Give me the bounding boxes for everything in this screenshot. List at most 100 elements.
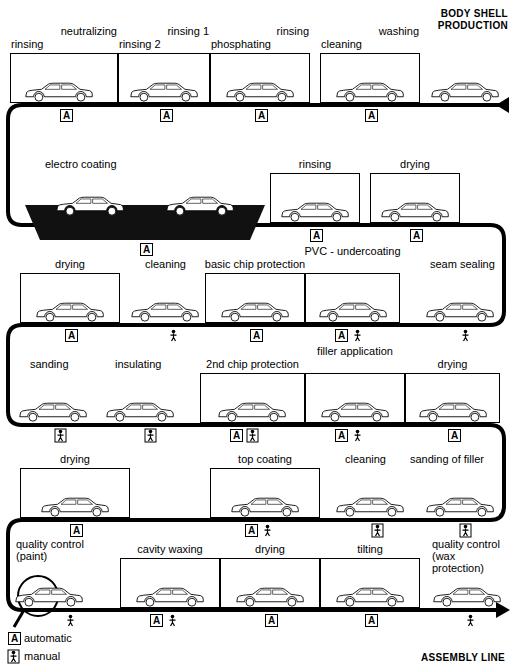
manual-symbol <box>247 429 258 442</box>
station-label: drying <box>438 358 468 370</box>
automatic-marker: A <box>250 329 263 342</box>
automatic-marker: A <box>8 632 21 645</box>
car-body <box>237 588 304 606</box>
automatic-marker: A <box>448 429 461 442</box>
car-body <box>137 588 204 606</box>
station-label: rinsing <box>299 158 331 170</box>
station-label: sanding <box>30 358 69 370</box>
automatic-marker: A <box>245 524 258 537</box>
booth-box: tilting <box>320 558 420 608</box>
station-label: drying <box>60 453 90 465</box>
station-label: rinsing <box>11 38 43 50</box>
station-label: cleaning <box>345 453 386 465</box>
manual-symbol <box>8 650 19 663</box>
station-label: neutralizing <box>61 25 117 37</box>
car-body <box>37 303 104 321</box>
booth-box: basic chip protection <box>205 273 305 323</box>
car-body <box>219 403 286 421</box>
manual-symbol <box>468 615 474 626</box>
manual-symbol <box>355 330 361 341</box>
booth-box: drying <box>405 373 500 423</box>
car-body <box>432 83 499 101</box>
station-label: tilting <box>357 543 383 555</box>
station-label: rinsing 1 <box>167 25 209 37</box>
automatic-marker: A <box>335 329 348 342</box>
manual-symbol <box>55 429 66 442</box>
station-label: drying <box>400 158 430 170</box>
station-label: 2nd chip protection <box>206 358 299 370</box>
booth-box: rinsingneutralizing <box>10 53 118 103</box>
car-body <box>131 83 198 101</box>
car-body <box>420 403 487 421</box>
car-body <box>282 203 349 221</box>
car-body <box>337 498 404 516</box>
automatic-marker: A <box>365 614 378 627</box>
end-arrow <box>496 602 510 618</box>
line-end-label: BODY SHELL PRODUCTION <box>430 8 508 32</box>
booth-box: drying <box>20 468 130 518</box>
car-body <box>427 303 494 321</box>
car-body <box>132 303 199 321</box>
car-body <box>42 498 109 516</box>
booth-box: drying <box>20 273 120 323</box>
manual-symbol <box>68 615 74 626</box>
booth-box: drying <box>220 558 320 608</box>
station-label: basic chip protection <box>205 258 305 270</box>
conveyor <box>8 105 504 610</box>
automatic-marker: A <box>140 243 153 256</box>
car-body <box>222 303 289 321</box>
booth-box: filler application <box>305 373 405 423</box>
booth-box: PVC - undercoating <box>305 273 400 323</box>
station-label: cavity waxing <box>137 543 202 555</box>
manual-symbol <box>463 330 469 341</box>
station-label: insulating <box>115 358 161 370</box>
automatic-marker: A <box>150 614 163 627</box>
car-body <box>434 588 501 606</box>
automatic-marker: A <box>310 229 323 242</box>
magnifier-handle <box>14 610 24 627</box>
start-arrow <box>496 97 509 113</box>
car-body <box>167 197 234 215</box>
automatic-marker: A <box>70 524 83 537</box>
automatic-marker: A <box>335 429 348 442</box>
manual-symbol <box>355 430 361 441</box>
booth-box: drying <box>370 173 460 223</box>
booth-box: cavity waxing <box>120 558 220 608</box>
station-label: drying <box>55 258 85 270</box>
car-body <box>322 403 389 421</box>
booth-box: cleaningwashing <box>320 53 420 103</box>
station-label: PVC - undercoating <box>305 245 401 257</box>
manual-symbol <box>171 330 177 341</box>
car-body <box>16 588 83 606</box>
manual-symbol <box>145 429 156 442</box>
station-label: cleaning <box>321 38 362 50</box>
legend-text: automatic <box>24 632 72 644</box>
manual-symbol <box>170 615 176 626</box>
station-label: filler application <box>317 345 393 357</box>
car-body <box>427 498 494 516</box>
car-body <box>57 197 124 215</box>
legend-text: manual <box>24 650 60 662</box>
station-label: rinsing <box>277 25 309 37</box>
station-label: sanding of filler <box>410 453 484 465</box>
automatic-marker: A <box>410 229 423 242</box>
car-body <box>107 403 174 421</box>
automatic-marker: A <box>65 329 78 342</box>
automatic-marker: A <box>230 429 243 442</box>
booth-box: rinsing <box>270 173 360 223</box>
station-label: washing <box>379 25 419 37</box>
manual-symbol <box>460 524 471 537</box>
automatic-marker: A <box>60 109 73 122</box>
booth-box: phosphatingrinsing <box>210 53 310 103</box>
station-label: quality control (wax protection) <box>432 538 508 574</box>
car-body <box>320 303 387 321</box>
station-label: electro coating <box>45 158 117 170</box>
booth-box: rinsing 2rinsing 1 <box>118 53 210 103</box>
car-body <box>20 403 87 421</box>
car-body <box>382 203 449 221</box>
car-body <box>227 83 294 101</box>
automatic-marker: A <box>365 109 378 122</box>
automatic-marker: A <box>160 109 173 122</box>
station-label: phosphating <box>211 38 271 50</box>
